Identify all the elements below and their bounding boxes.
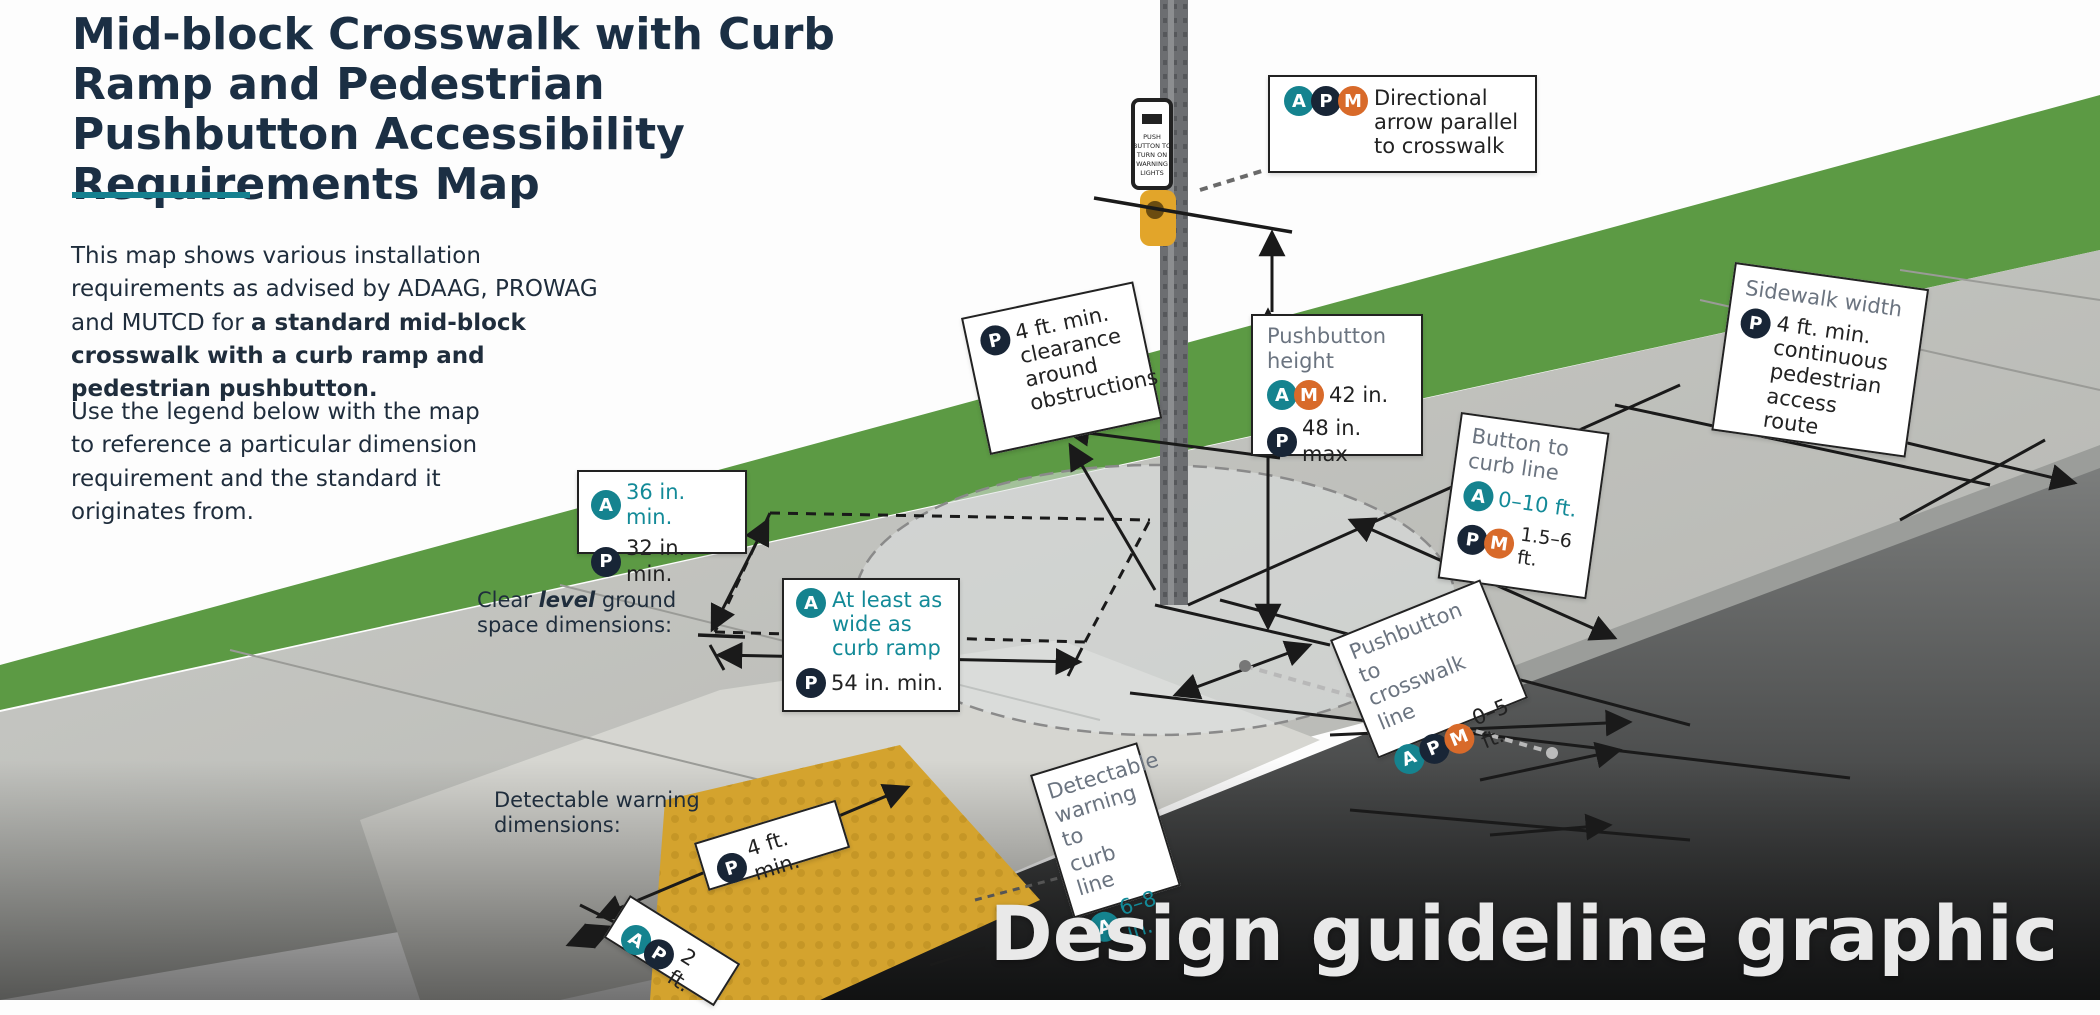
- ada-badge: A: [591, 490, 621, 521]
- label-emphasis: level: [538, 588, 596, 612]
- prowag-badge: P: [1267, 426, 1297, 457]
- callout-value: 42 in.: [1329, 382, 1389, 407]
- ada-badge: A: [1461, 479, 1496, 514]
- mutcd-badge: M: [1338, 86, 1368, 116]
- prowag-badge: P: [1738, 306, 1773, 341]
- page-title: Mid-block Crosswalk with Curb Ramp and P…: [72, 9, 835, 211]
- detectable-warning-dimensions-label: Detectable warning dimensions:: [494, 788, 700, 838]
- ada-badge: A: [796, 588, 826, 618]
- ada-badge: A: [1284, 86, 1314, 116]
- sign-text-line: BUTTON TO: [1133, 142, 1171, 150]
- mutcd-badge: M: [1482, 526, 1516, 561]
- callout-value: 54 in. min.: [831, 670, 944, 695]
- sign-text-line: LIGHTS: [1140, 169, 1164, 177]
- callout-value: 36 in. min.: [626, 480, 686, 530]
- callout-value: 1.5–6 ft.: [1515, 523, 1574, 572]
- pole: [1160, 0, 1188, 605]
- callout-header: Pushbutton: [1267, 324, 1387, 348]
- curb-face: [1450, 445, 2100, 712]
- ada-badge: A: [1267, 380, 1297, 411]
- callout-text-line: Directional: [1374, 86, 1488, 110]
- label-text: space dimensions:: [477, 613, 673, 638]
- title-accent-rule: [72, 192, 250, 198]
- clear-level-ground-label: Clear level ground space dimensions:: [477, 588, 676, 638]
- prowag-badge: P: [1311, 86, 1341, 116]
- prowag-badge: P: [977, 322, 1014, 359]
- prowag-badge: P: [713, 849, 751, 887]
- callout-text-line: to crosswalk: [1374, 134, 1505, 159]
- callout-text-line: wide as: [832, 612, 912, 637]
- callout-value: 48 in. max: [1302, 416, 1362, 466]
- intro-paragraph-1: This map shows various installation requ…: [71, 240, 631, 407]
- label-text: dimensions:: [494, 813, 621, 838]
- sign-text-line: TURN ON: [1136, 151, 1167, 159]
- callout-text-line: curb ramp: [832, 636, 941, 661]
- prowag-badge: P: [796, 668, 826, 699]
- label-text: ground: [595, 588, 677, 612]
- prowag-badge: P: [591, 546, 621, 577]
- sidewalk-width-callout: Sidewalk width P 4 ft. min. continuous p…: [1711, 262, 1930, 458]
- callout-text-line: arrow parallel: [1374, 110, 1519, 135]
- sign-text-line: WARNING: [1136, 160, 1168, 168]
- intro-bold-text: a standard mid-block crosswalk with a cu…: [71, 309, 526, 403]
- callout-text-line: At least as: [832, 588, 943, 612]
- watermark-caption: Design guideline graphic: [989, 889, 2058, 978]
- label-text: Clear: [477, 588, 539, 612]
- callout-value: 32 in. min.: [626, 536, 686, 586]
- mutcd-badge: M: [1294, 380, 1324, 411]
- intro-text: This map shows various installation requ…: [71, 243, 598, 336]
- push-button-device: [1140, 190, 1176, 246]
- label-text: Detectable warning: [494, 788, 700, 812]
- sign-text-line: PUSH: [1143, 133, 1161, 141]
- intro-paragraph-2: Use the legend below with the map to ref…: [71, 399, 480, 526]
- callout-value: 0–10 ft.: [1496, 486, 1579, 522]
- callout-header: height: [1267, 349, 1334, 374]
